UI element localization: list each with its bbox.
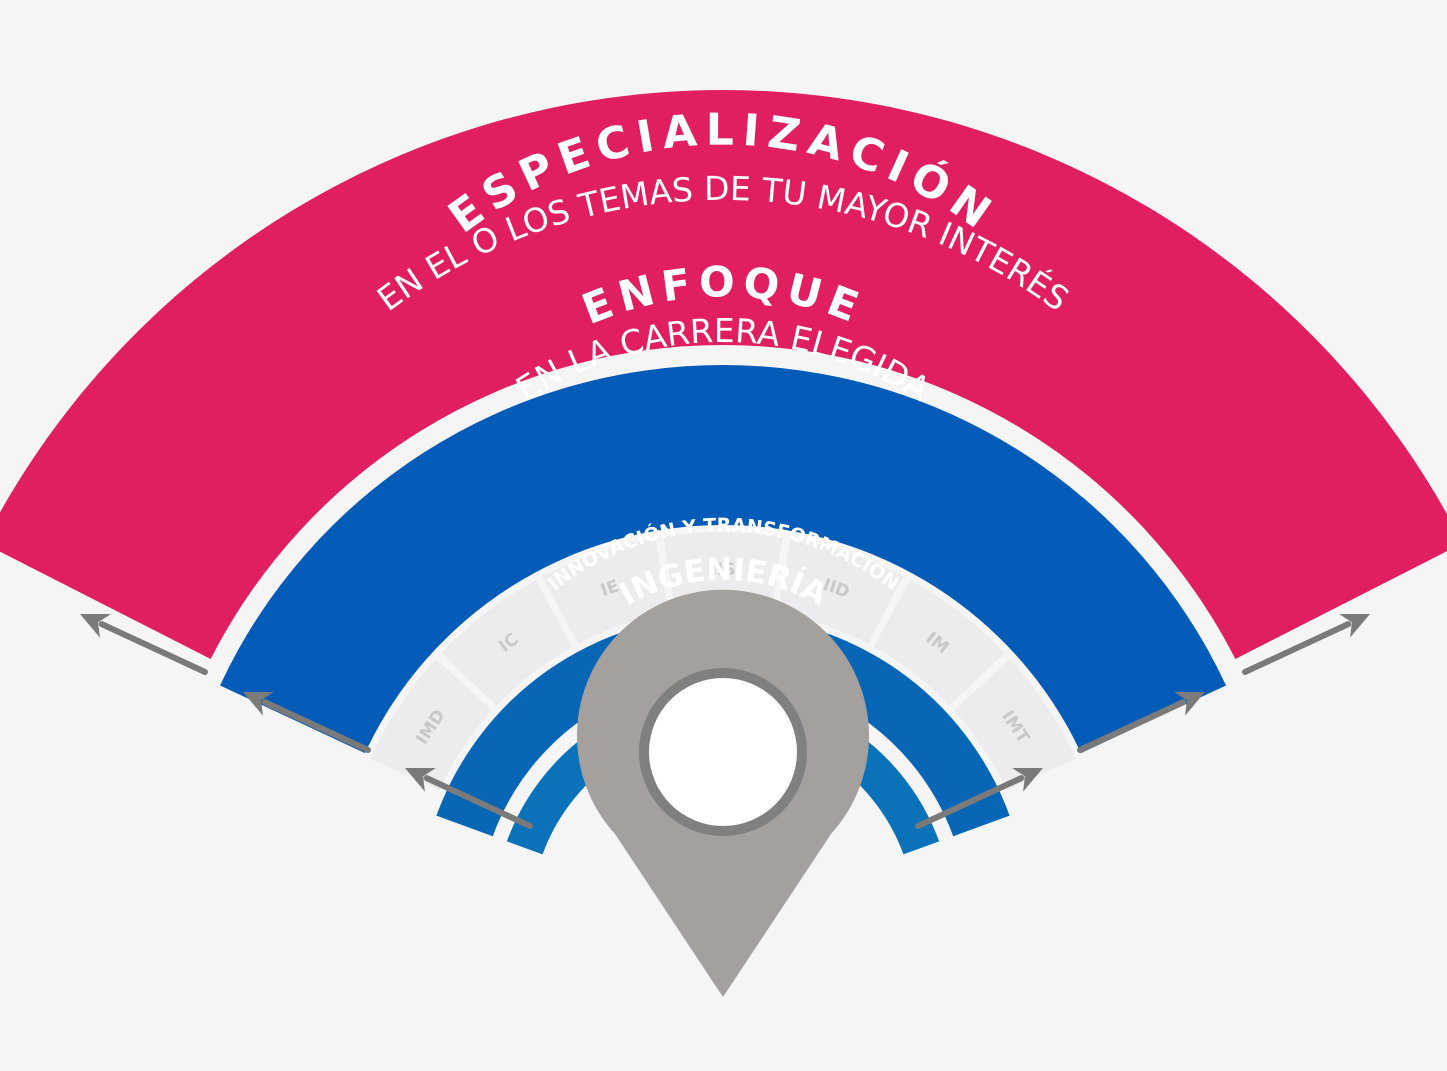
direction-arrows [80, 613, 1370, 829]
career-label-iis: IIS [711, 560, 736, 580]
career-segment-imt [953, 659, 1076, 791]
location-pin-icon [577, 589, 870, 997]
career-segment-iis [663, 531, 783, 612]
especializacion-band [0, 90, 1447, 659]
career-label-ie: IE [598, 576, 621, 601]
arrow-up-right-icon [1077, 691, 1205, 753]
career-segment-imd [370, 659, 493, 791]
arrow-up-right-icon [915, 767, 1043, 829]
pin-hole [649, 678, 797, 826]
arrow-up-right-icon [1242, 613, 1370, 675]
arrow-up-left-icon [405, 767, 533, 829]
career-segment-ie [542, 537, 669, 644]
career-segment-iid [777, 537, 904, 644]
innovacion-band [436, 614, 1010, 837]
career-segment-im [873, 580, 1005, 706]
career-segment-ic [441, 580, 573, 706]
arrow-up-left-icon [80, 613, 208, 675]
enfoque-band [219, 364, 1227, 754]
arrow-up-left-icon [243, 691, 371, 753]
